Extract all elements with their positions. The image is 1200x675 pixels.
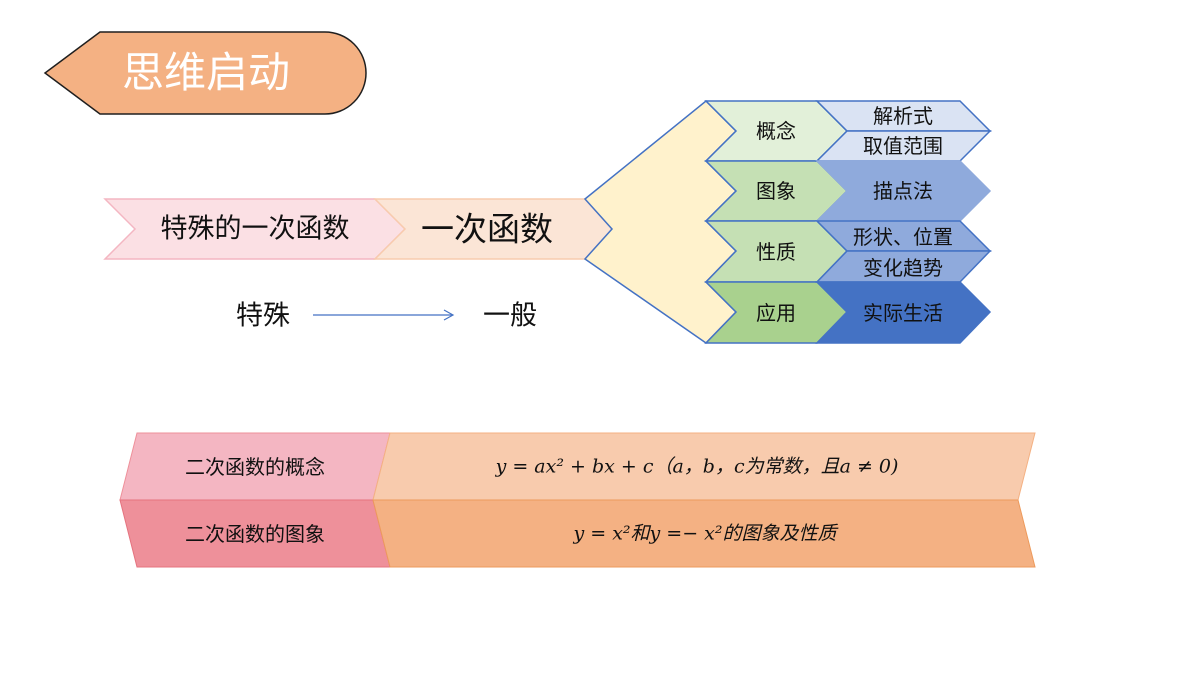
detail-analytic-expression: 解析式 — [873, 104, 933, 128]
detail-real-life: 实际生活 — [863, 301, 943, 325]
to-label: 一般 — [483, 300, 537, 332]
banner-shape — [43, 31, 367, 115]
detail-application — [815, 281, 992, 344]
row2-label: 二次函数的图象 — [185, 522, 325, 546]
detail-shape-position: 形状、位置 — [853, 225, 953, 249]
linear-function-label: 一次函数 — [421, 209, 553, 249]
banner-title: 思维启动 — [121, 48, 291, 97]
row2-content: y = x²和y =− x²的图象及性质 — [573, 522, 837, 545]
branch-concept-label: 概念 — [756, 119, 796, 143]
row1-content: y = ax² + bx + c（a，b，c为常数，且a ≠ 0) — [495, 455, 899, 478]
branch-graph-label: 图象 — [756, 179, 796, 203]
detail-value-range: 取值范围 — [863, 134, 943, 158]
from-label: 特殊 — [236, 300, 290, 332]
row1-label: 二次函数的概念 — [185, 455, 325, 479]
detail-trend: 变化趋势 — [863, 256, 943, 280]
direction-arrow-head — [443, 309, 455, 321]
branch-application-label: 应用 — [756, 301, 796, 325]
detail-plotting-method: 描点法 — [873, 179, 933, 203]
branch-property-label: 性质 — [756, 240, 796, 264]
row2-content-cell — [372, 499, 1036, 568]
special-function-label: 特殊的一次函数 — [160, 213, 350, 245]
